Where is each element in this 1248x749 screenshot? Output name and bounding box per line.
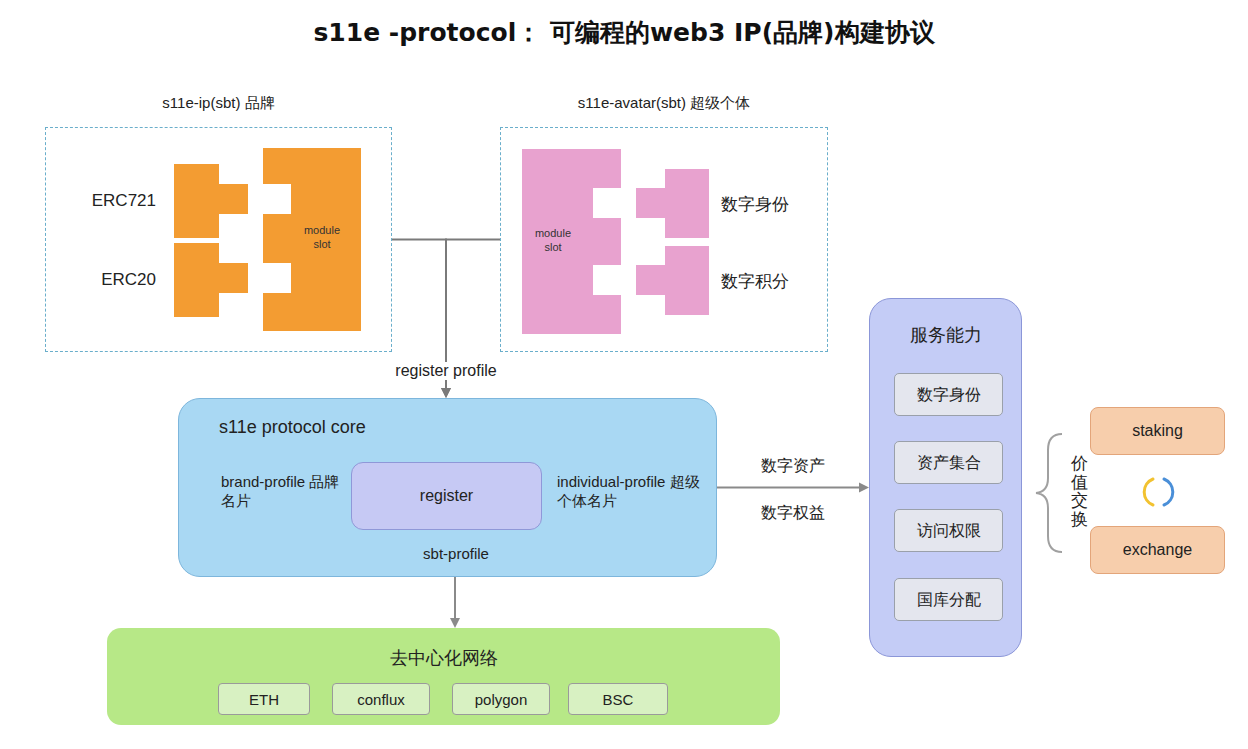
- arrow-head: [859, 483, 869, 493]
- slot-label: module slot: [530, 227, 576, 255]
- cycle-arc-blue: [1164, 479, 1173, 505]
- profile-label: brand-profile 品牌名片: [221, 473, 351, 511]
- chain-chip: conflux: [332, 683, 430, 715]
- shape-fill: [174, 164, 248, 238]
- chip-label: ETH: [249, 691, 279, 708]
- shape-outline: [174, 243, 248, 317]
- box-label: 资产集合: [917, 452, 981, 473]
- dashed-group: s11e-avatar(sbt) 超级个体module slot数字身份数字积分: [500, 127, 828, 352]
- shape-outline: [636, 169, 709, 238]
- network-band: 去中心化网络 ETH conflux polygon BSC: [107, 628, 780, 725]
- chip-label: conflux: [357, 691, 405, 708]
- exchange-box: staking: [1090, 407, 1225, 455]
- arrow-head: [441, 388, 451, 398]
- register-box: register: [351, 462, 542, 530]
- piece-label: 数字积分: [721, 269, 789, 292]
- module-slot: module slot: [263, 148, 361, 331]
- connector: [454, 577, 456, 619]
- band-title: 去中心化网络: [390, 646, 498, 670]
- box-label: exchange: [1123, 541, 1192, 559]
- chip-label: BSC: [603, 691, 634, 708]
- chain-chip: polygon: [452, 683, 550, 715]
- puzzle-piece: ERC20: [174, 243, 248, 317]
- piece-label: ERC721: [92, 191, 156, 211]
- edge-label: register profile: [391, 362, 500, 380]
- shape-fill: [636, 169, 709, 238]
- box-label: 数字身份: [917, 384, 981, 405]
- slot-label: module slot: [299, 224, 345, 252]
- core-title: s11e protocol core: [219, 417, 366, 438]
- box-label: 访问权限: [917, 520, 981, 541]
- profile-caption: sbt-profile: [423, 545, 489, 562]
- piece-label: ERC20: [101, 270, 156, 290]
- edge-label: 数字资产: [757, 455, 829, 476]
- box-label: register: [420, 487, 473, 505]
- puzzle-piece: ERC721: [174, 164, 248, 238]
- service-box: 资产集合: [894, 441, 1003, 484]
- arrow-head: [441, 388, 451, 398]
- service-box: 数字身份: [894, 373, 1003, 416]
- shape-fill: [263, 148, 361, 331]
- edge-note: 数字权益: [761, 503, 825, 524]
- shape-fill: [636, 246, 709, 315]
- profile-label: individual-profile 超级个体名片: [557, 473, 707, 511]
- service-box: 国库分配: [894, 578, 1003, 621]
- group-heading: s11e-ip(sbt) 品牌: [162, 94, 274, 113]
- dashed-group: s11e-ip(sbt) 品牌ERC721ERC20module slot: [45, 127, 392, 352]
- box-label: staking: [1132, 422, 1183, 440]
- core-box: s11e protocol core brand-profile 品牌名片 indi…: [178, 398, 717, 577]
- shape-outline: [263, 148, 361, 331]
- vertical-label: 价值交换: [1071, 455, 1088, 530]
- module-slot: module slot: [522, 149, 621, 334]
- shape-fill: [174, 243, 248, 317]
- cycle-arc-yellow: [1144, 479, 1153, 505]
- shape-outline: [522, 149, 621, 334]
- chip-label: polygon: [475, 691, 528, 708]
- shape-fill: [522, 149, 621, 334]
- shape-outline: [636, 246, 709, 315]
- service-box: 访问权限: [894, 509, 1003, 552]
- arrow-head: [450, 618, 460, 628]
- diagram-title: s11e -protocol： 可编程的web3 IP(品牌)构建协议: [313, 16, 934, 49]
- connector: [717, 487, 860, 489]
- chain-chip: BSC: [568, 683, 668, 715]
- service-panel: 服务能力数字身份资产集合访问权限国库分配: [869, 298, 1022, 657]
- box-label: 国库分配: [917, 589, 981, 610]
- chain-chip: ETH: [218, 683, 310, 715]
- shape-outline: [174, 164, 248, 238]
- puzzle-piece: 数字积分: [636, 246, 709, 315]
- piece-label: 数字身份: [721, 192, 789, 215]
- group-heading: s11e-avatar(sbt) 超级个体: [578, 94, 750, 113]
- exchange-box: exchange: [1090, 526, 1225, 574]
- curly-brace: [1036, 434, 1062, 552]
- puzzle-piece: 数字身份: [636, 169, 709, 238]
- panel-title: 服务能力: [910, 323, 982, 347]
